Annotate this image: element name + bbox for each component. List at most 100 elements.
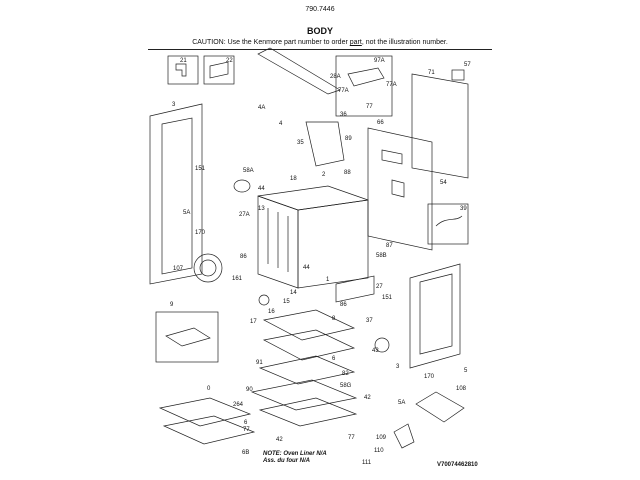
part-97a-box <box>335 55 393 117</box>
label-37: 37 <box>366 318 373 324</box>
label-6: 6 <box>332 356 336 362</box>
label-3-top: 3 <box>172 102 176 108</box>
label-88: 88 <box>344 170 351 176</box>
door-glass-left <box>161 117 193 275</box>
label-6b: 6B <box>242 450 249 456</box>
vent-duct-36 <box>305 121 345 167</box>
drawer-bottom <box>258 397 358 427</box>
cylinder-58a <box>233 179 251 193</box>
label-91: 91 <box>256 360 263 366</box>
label-58g: 58G <box>340 383 352 389</box>
cavity-right <box>297 199 369 289</box>
label-18: 18 <box>290 176 297 182</box>
label-77-right: 77 <box>348 435 355 441</box>
label-5a-left: 5A <box>183 210 190 216</box>
top-strip-28a <box>257 47 341 95</box>
drawer-tray <box>262 329 356 361</box>
label-5: 5 <box>464 368 468 374</box>
label-97a: 97A <box>374 58 385 64</box>
label-109: 109 <box>376 435 387 441</box>
cavity-top <box>257 185 369 211</box>
lamp-16 <box>258 294 270 306</box>
label-86-left: 86 <box>240 254 247 260</box>
rack-upper <box>158 397 252 427</box>
label-87: 87 <box>386 243 393 249</box>
label-27a: 27A <box>239 212 250 218</box>
label-27: 27 <box>376 284 383 290</box>
rear-wall-details <box>381 149 405 198</box>
header-rule <box>148 49 492 50</box>
label-151-left: 151 <box>195 166 206 172</box>
label-170-left: 170 <box>195 230 206 236</box>
label-57: 57 <box>464 62 471 68</box>
door-glass-right <box>419 273 453 355</box>
label-17: 17 <box>250 319 257 325</box>
label-77-1: 77 <box>366 104 373 110</box>
label-9: 9 <box>170 302 174 308</box>
blade-109 <box>393 423 415 449</box>
switch-97a <box>347 67 385 87</box>
note-line-2: Ass. du four N/A <box>263 458 311 464</box>
label-161: 161 <box>232 276 243 282</box>
label-90: 90 <box>246 387 253 393</box>
label-108: 108 <box>456 386 467 392</box>
label-110: 110 <box>374 448 384 454</box>
label-58a: 58A <box>243 168 254 174</box>
label-43: 43 <box>372 348 379 354</box>
part-labels: 21 22 28A 97A 77A 77A 77 71 57 3 4A 4 35… <box>170 58 471 466</box>
bracket-22 <box>209 61 229 79</box>
note-line-1: NOTE: Oven Liner N/A <box>263 451 327 457</box>
label-58b: 58B <box>376 253 387 259</box>
label-4a: 4A <box>258 105 265 111</box>
label-71: 71 <box>428 70 435 76</box>
oven-liner-note: NOTE: Oven Liner N/A Ass. du four N/A <box>263 451 327 465</box>
label-42-right: 42 <box>364 395 371 401</box>
label-151-right: 151 <box>382 295 393 301</box>
fan-107 <box>193 253 223 283</box>
label-107: 107 <box>173 266 184 272</box>
diagram-code: V70074462810 <box>437 462 478 468</box>
rear-wall <box>367 127 433 251</box>
label-77a-2: 77A <box>386 82 397 88</box>
label-15: 15 <box>283 299 290 305</box>
part-39-box <box>427 203 469 245</box>
wire-39 <box>435 215 463 227</box>
part-22-box <box>203 55 235 85</box>
label-13: 13 <box>258 206 265 212</box>
label-3-bottom: 3 <box>396 364 400 370</box>
caution-suffix: , not the illustration number. <box>361 39 448 46</box>
label-1: 1 <box>326 277 330 283</box>
rack-lower <box>162 415 256 445</box>
label-39: 39 <box>460 206 467 212</box>
motor-108 <box>415 391 465 423</box>
label-77-left: 77 <box>243 427 250 433</box>
knob-43 <box>374 337 390 353</box>
label-6-mid: 6 <box>244 420 248 426</box>
broil-pan-9 <box>165 327 211 347</box>
label-8: 8 <box>332 316 336 322</box>
label-264: 264 <box>233 402 244 408</box>
part-57 <box>451 69 465 81</box>
label-5a-right: 5A <box>398 400 405 406</box>
label-16: 16 <box>268 309 275 315</box>
label-36: 36 <box>340 112 347 118</box>
side-rail-27 <box>335 275 375 303</box>
label-0: 0 <box>207 386 211 392</box>
drawer-top <box>262 309 356 341</box>
label-54: 54 <box>440 180 447 186</box>
label-2: 2 <box>322 172 326 178</box>
label-21: 21 <box>180 58 187 64</box>
door-frame-right <box>409 263 461 369</box>
back-panel-71 <box>411 73 469 179</box>
label-42-bottom: 42 <box>276 437 283 443</box>
label-66: 66 <box>377 120 384 126</box>
part-9-box <box>155 311 219 363</box>
bracket-21 <box>175 63 187 77</box>
label-22: 22 <box>226 58 233 64</box>
label-82: 82 <box>342 371 349 377</box>
model-number: 790.7446 <box>305 6 335 13</box>
label-4: 4 <box>279 121 283 127</box>
label-170-right: 170 <box>424 374 435 380</box>
caution-part-word: part <box>349 39 362 46</box>
label-111: 111 <box>362 460 372 466</box>
